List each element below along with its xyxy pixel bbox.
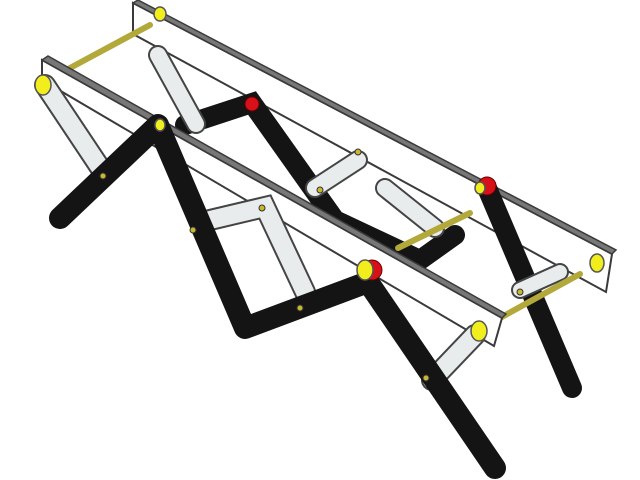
rods [67, 22, 583, 321]
link [150, 47, 204, 132]
cap [153, 6, 167, 22]
front-leg [49, 114, 506, 479]
pin [516, 288, 524, 296]
pin [258, 204, 266, 212]
pin [354, 148, 362, 156]
cap [356, 259, 374, 281]
yellow-caps [34, 6, 605, 342]
rear-links [148, 45, 569, 299]
pin [316, 186, 324, 194]
link [307, 152, 366, 196]
cap [154, 118, 166, 132]
cap [589, 253, 605, 273]
link [513, 265, 567, 297]
link [36, 76, 114, 184]
cap [470, 320, 488, 342]
link [377, 180, 443, 236]
cap [34, 74, 52, 96]
pin [189, 226, 197, 234]
pin [99, 172, 107, 180]
pins [99, 148, 524, 382]
cap [474, 181, 486, 195]
rod [497, 271, 583, 321]
rod [67, 22, 153, 71]
front-legs [49, 114, 506, 479]
pin [422, 374, 430, 382]
pin [296, 304, 304, 312]
red-joint [244, 96, 260, 112]
rod [395, 210, 473, 251]
